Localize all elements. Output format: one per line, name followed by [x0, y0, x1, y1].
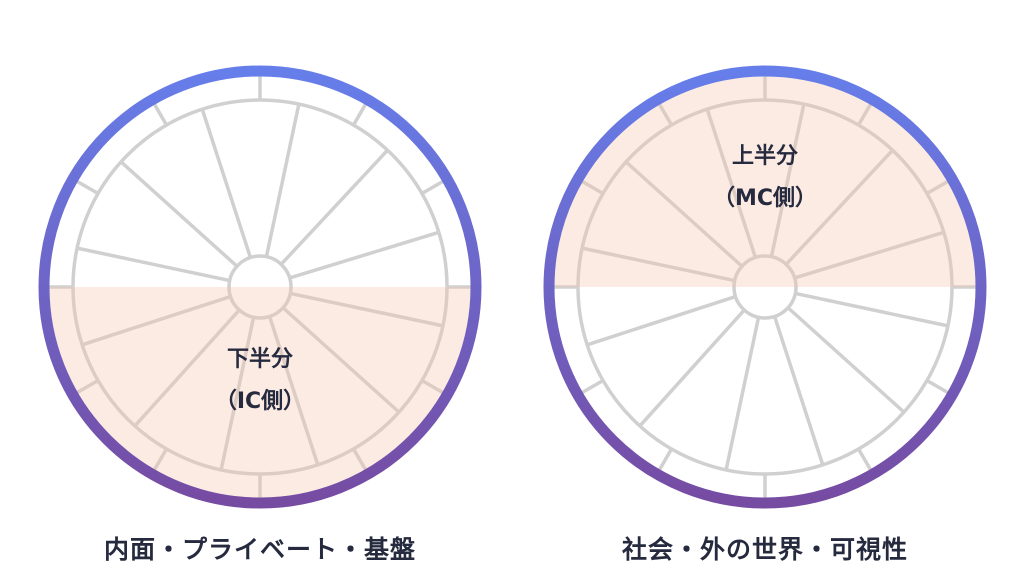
caption-lower-half: 内面・プライベート・基盤 — [103, 535, 416, 564]
outer-gradient-ring — [38, 65, 482, 509]
center-circle — [732, 254, 798, 320]
house-cusp-line — [267, 315, 320, 466]
wheel-label-line1: 下半分 — [227, 347, 293, 372]
house-cusp-line — [119, 160, 239, 268]
house-cusp-line — [772, 315, 825, 466]
house-cusp-line — [281, 306, 401, 414]
house-cusp-line — [219, 316, 256, 471]
wheel-label-line1: 上半分 — [732, 144, 798, 169]
house-cusp-line — [784, 149, 894, 266]
wheel-label-line2: （IC側） — [215, 389, 305, 414]
house-cusp-line — [794, 230, 945, 280]
house-cusp-line — [786, 306, 906, 414]
house-cusp-line — [76, 246, 231, 283]
wheel-upper-half — [543, 65, 987, 509]
house-cusp-line — [724, 316, 761, 471]
house-cusp-line — [81, 294, 232, 347]
house-cusp-line — [794, 291, 949, 328]
upper-half-highlight — [553, 75, 977, 287]
outer-gradient-ring — [543, 65, 987, 509]
house-cusp-line — [289, 230, 440, 280]
house-cusp-line — [624, 160, 744, 268]
house-cusp-line — [705, 108, 758, 259]
house-cusp-line — [279, 149, 389, 266]
caption-upper-half: 社会・外の世界・可視性 — [621, 535, 908, 564]
house-cusp-line — [133, 308, 241, 428]
lower-half-highlight — [48, 287, 472, 499]
zodiac-ring — [576, 98, 954, 476]
house-cusp-line — [200, 108, 253, 259]
wheel-label-line2: （MC側） — [713, 186, 817, 211]
house-cusp-line — [586, 294, 737, 347]
house-cusp-line — [264, 103, 301, 258]
house-cusp-line — [769, 103, 806, 258]
center-circle — [227, 254, 293, 320]
house-cusp-line — [289, 291, 444, 328]
wheel-lower-half — [38, 65, 482, 509]
house-cusp-line — [638, 308, 746, 428]
house-cusp-line — [581, 246, 736, 283]
zodiac-ring — [71, 98, 449, 476]
